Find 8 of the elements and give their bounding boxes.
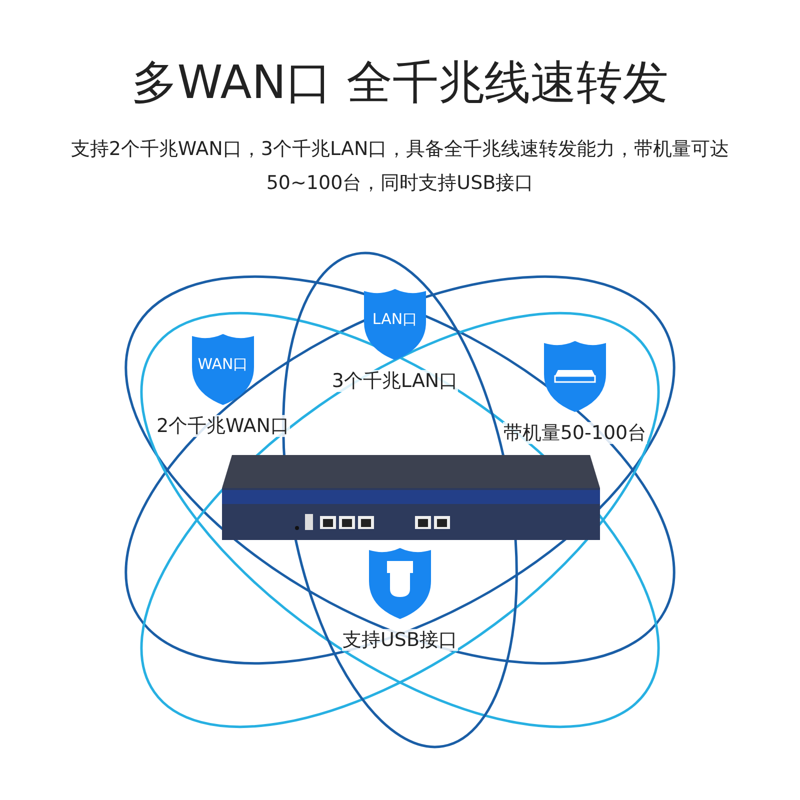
- title: 多WAN口 全千兆线速转发: [130, 54, 670, 111]
- feature-caption: 支持USB接口: [342, 629, 458, 651]
- badge-text: WAN口: [196, 355, 250, 374]
- feature-caption: 3个千兆LAN口: [332, 370, 458, 392]
- feature-caption: 带机量50-100台: [503, 422, 647, 444]
- description-text: 支持2个千兆WAN口，3个千兆LAN口，具备全千兆线速转发能力，带机量可达50~100台，同时支持USB接口: [70, 137, 730, 196]
- feature-caption: 2个千兆WAN口: [156, 415, 290, 437]
- badge-text: LAN口: [371, 310, 419, 329]
